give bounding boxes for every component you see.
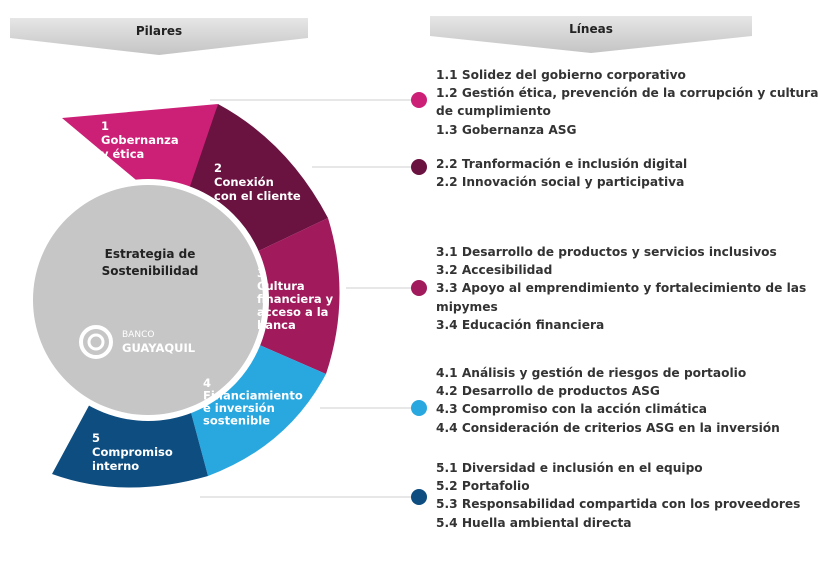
line-item: 4.2 Desarrollo de productos ASG	[436, 384, 660, 399]
line-item: 2.2 Tranformación e inclusión digital	[436, 157, 688, 171]
line-item: 5.4 Huella ambiental directa	[436, 515, 632, 530]
line-item: 1.2 Gestión ética, prevención de la corr…	[436, 86, 818, 101]
lines-header-label: Líneas	[569, 22, 613, 36]
line-dot-3	[411, 280, 427, 296]
center-title-line-1: Estrategia de	[105, 247, 196, 261]
connector-lines	[200, 99, 412, 498]
pillars-header: Pilares	[10, 18, 308, 55]
lines-header: Líneas	[430, 16, 752, 53]
pillar-segment-4	[186, 340, 326, 476]
line-item: de cumplimiento	[436, 104, 551, 119]
line-item: 2.2 Innovación social y participativa	[436, 175, 685, 190]
pillar-4-text-3: sostenible	[203, 414, 270, 428]
bank-logo-icon	[79, 325, 113, 359]
center-circle	[27, 179, 269, 421]
lines-block-4: 4.1 Análisis y gestión de riesgos de por…	[436, 364, 780, 437]
pillar-5-text-0: 5	[92, 431, 100, 445]
line-item: 3.2 Accesibilidad	[436, 263, 553, 278]
pillar-1-text-1: Gobernanza	[101, 133, 179, 147]
strategy-diagram: Pilares Líneas Estrategia de Sostenibili…	[10, 16, 752, 505]
pillar-1-text-2: y ética	[101, 147, 144, 161]
line-dot-5	[411, 489, 427, 505]
line-item: mipymes	[436, 299, 498, 314]
pillar-1-text-0: 1	[101, 119, 109, 133]
pillar-5-text-1: Compromiso	[92, 445, 173, 459]
bank-logo: BANCO GUAYAQUIL	[79, 325, 196, 359]
center-title-line-2: Sostenibilidad	[102, 264, 199, 278]
pillar-2-text-0: 2	[214, 161, 222, 175]
line-item: 5.1 Diversidad e inclusión en el equipo	[436, 461, 703, 475]
pillar-3-text-1: Cultura	[257, 279, 305, 293]
line-item: 3.3 Apoyo al emprendimiento y fortalecim…	[436, 281, 807, 296]
line-item: 4.4 Consideración de criterios ASG en la…	[436, 420, 780, 435]
line-item: 3.4 Educación financiera	[436, 317, 605, 332]
pillar-2-text-2: con el cliente	[214, 189, 301, 203]
logo-text-line-2: GUAYAQUIL	[122, 341, 196, 355]
pillar-3-text-0: 3	[257, 266, 265, 280]
line-item: 5.2 Portafolio	[436, 479, 530, 494]
line-dot-1	[411, 92, 427, 108]
pillar-3-text-4: banca	[257, 318, 296, 332]
lines-block-5: 5.1 Diversidad e inclusión en el equipo 5…	[436, 459, 800, 532]
pillar-4-text-1: Financiamiento	[203, 389, 303, 403]
line-dot-4	[411, 400, 427, 416]
lines-block-1: 1.1 Solidez del gobierno corporativo 1.2 …	[436, 66, 818, 139]
line-item: 3.1 Desarrollo de productos y servicios …	[436, 245, 777, 259]
line-dot-2	[411, 159, 427, 175]
lines-block-3: 3.1 Desarrollo de productos y servicios …	[436, 243, 806, 334]
pillar-4-text-2: e inversión	[203, 401, 275, 415]
pillars-header-label: Pilares	[136, 24, 182, 38]
pillar-5-text-2: interno	[92, 459, 139, 473]
line-item: 5.3 Responsabilidad compartida con los p…	[436, 497, 801, 512]
line-item: 1.3 Gobernanza ASG	[436, 122, 577, 137]
pillar-segment-1	[62, 104, 218, 198]
line-item: 4.3 Compromiso con la acción climática	[436, 402, 707, 417]
pillar-3-text-3: acceso a la	[257, 305, 328, 319]
pillar-segment-3	[248, 218, 340, 374]
pillar-3-text-2: financiera y	[257, 292, 334, 306]
pillar-2-text-1: Conexión	[214, 175, 274, 189]
line-item: 1.1 Solidez del gobierno corporativo	[436, 68, 686, 82]
lines-block-2: 2.2 Tranformación e inclusión digital 2.2…	[436, 155, 687, 191]
pillar-4-text-0: 4	[203, 376, 211, 390]
logo-text-line-1: BANCO	[122, 330, 154, 340]
line-item: 4.1 Análisis y gestión de riesgos de por…	[436, 366, 747, 380]
